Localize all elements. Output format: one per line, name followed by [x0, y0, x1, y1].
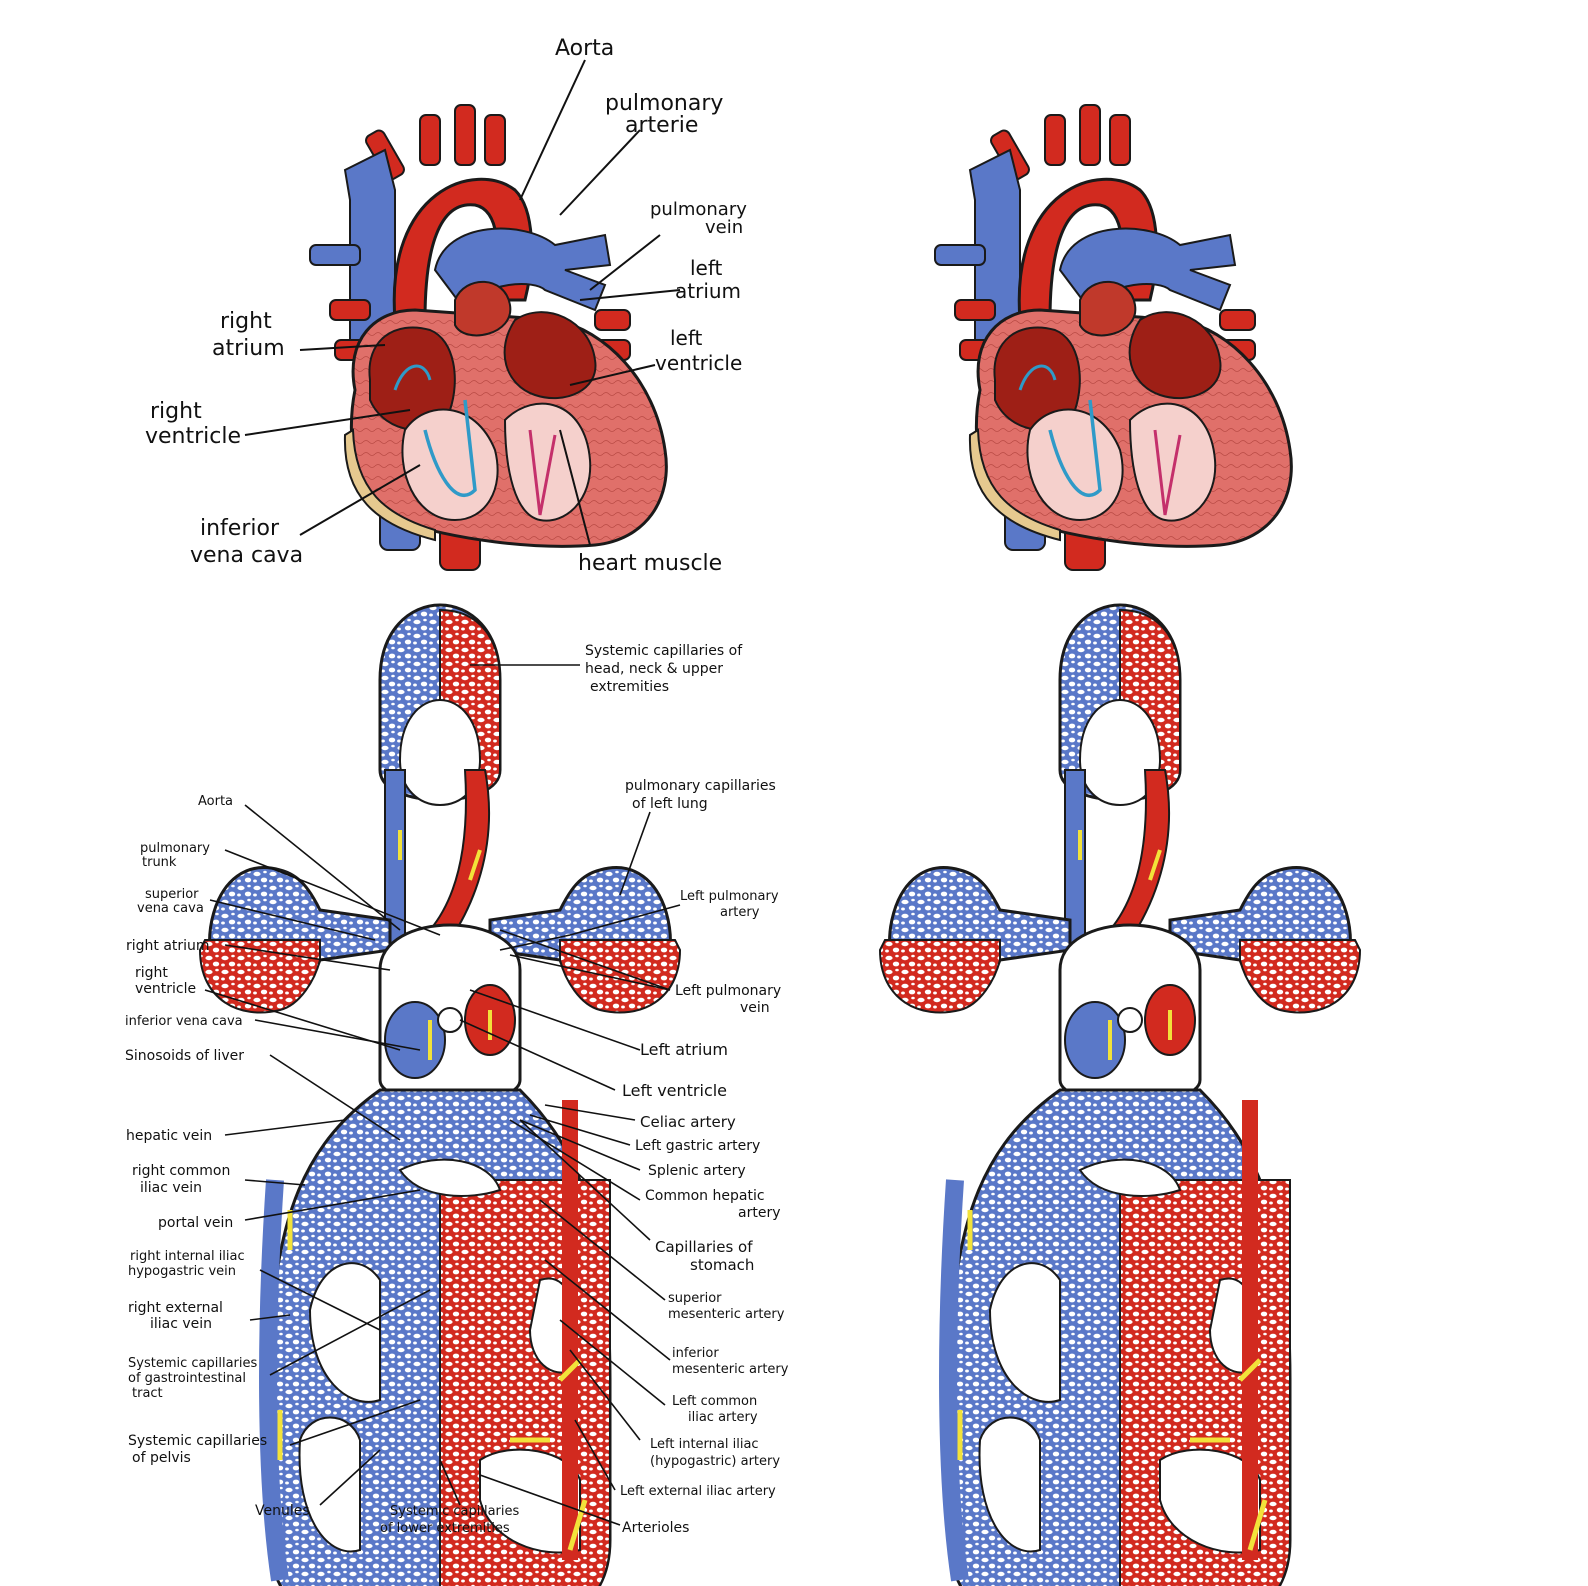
- heart-labels: Aorta pulmonary arterie pulmonary vein l…: [145, 36, 747, 576]
- label-left-external-iliac: Left external iliac artery: [620, 1484, 776, 1499]
- label-left-internal-iliac-1: Left internal iliac: [650, 1437, 759, 1452]
- label-common-hepatic-1: Common hepatic: [645, 1188, 765, 1204]
- label-arterioles: Arterioles: [622, 1520, 689, 1536]
- label-pulmonary-left-lung-2: of left lung: [632, 796, 708, 812]
- label-capillaries-stomach-2: stomach: [690, 1256, 754, 1274]
- label-right-atrium-c: right atrium: [126, 938, 210, 954]
- label-heart-muscle: heart muscle: [578, 551, 722, 576]
- label-right-external-iliac-1: right external: [128, 1300, 223, 1316]
- label-right-ventricle-c-1: right: [135, 965, 168, 981]
- label-pulmonary-vein-1: pulmonary: [650, 199, 747, 220]
- label-systemic-lower-2: of lower extremities: [380, 1521, 510, 1536]
- label-systemic-gi-2: of gastrointestinal: [128, 1371, 246, 1386]
- label-left-ventricle-2: ventricle: [655, 351, 742, 375]
- label-left-pulmonary-vein-2: vein: [740, 1000, 770, 1016]
- label-left-pulmonary-artery-1: Left pulmonary: [680, 889, 779, 904]
- circulation-schematic-unlabeled: [880, 605, 1360, 1586]
- label-inferior-mesenteric-2: mesenteric artery: [672, 1362, 789, 1377]
- label-right-ventricle-1: right: [150, 399, 202, 424]
- label-right-atrium-1: right: [220, 309, 272, 334]
- label-inferior-mesenteric-1: inferior: [672, 1346, 719, 1361]
- heart-illustration-labeled: [308, 103, 669, 572]
- label-pulmonary-trunk-1: pulmonary: [140, 841, 210, 856]
- label-systemic-pelvis-1: Systemic capillaries: [128, 1433, 267, 1449]
- label-hepatic-vein: hepatic vein: [126, 1128, 212, 1144]
- label-capillaries-stomach-1: Capillaries of: [655, 1238, 753, 1256]
- label-pulmonary-vein-2: vein: [705, 217, 743, 238]
- label-left-ventricle-1: left: [670, 326, 703, 350]
- label-pulmonary-left-lung-1: pulmonary capillaries: [625, 778, 776, 794]
- label-systemic-head-1: Systemic capillaries of: [585, 643, 743, 659]
- label-splenic-artery: Splenic artery: [648, 1163, 746, 1179]
- label-superior-mesenteric-2: mesenteric artery: [668, 1307, 785, 1322]
- label-left-internal-iliac-2: (hypogastric) artery: [650, 1454, 780, 1469]
- label-superior-vena-cava-2: vena cava: [137, 901, 204, 916]
- label-inferior-vena-cava: inferior vena cava: [125, 1014, 243, 1029]
- label-superior-vena-cava-1: superior: [145, 887, 199, 902]
- label-aorta-c: Aorta: [198, 794, 233, 809]
- label-pulmonary-trunk-2: trunk: [142, 855, 177, 870]
- circulation-leader-lines: [204, 664, 681, 1526]
- label-venules: Venules: [255, 1503, 310, 1519]
- label-pulmonary-arterie-1: pulmonary: [605, 91, 723, 116]
- label-portal-vein: portal vein: [158, 1215, 233, 1231]
- circulation-labels-right: Systemic capillaries of head, neck & upp…: [585, 643, 789, 1536]
- label-celiac-artery: Celiac artery: [640, 1113, 736, 1131]
- label-systemic-lower-1: Systemic capillaries: [390, 1504, 519, 1519]
- label-systemic-head-3: extremities: [590, 679, 669, 695]
- label-right-atrium-2: atrium: [212, 336, 285, 361]
- label-superior-mesenteric-1: superior: [668, 1291, 722, 1306]
- heart-leader-lines: [244, 59, 681, 546]
- label-aorta: Aorta: [555, 36, 614, 61]
- label-common-hepatic-2: artery: [738, 1205, 780, 1221]
- label-left-atrium-2: atrium: [675, 279, 741, 303]
- label-systemic-gi-3: tract: [132, 1386, 163, 1401]
- label-systemic-gi-1: Systemic capillaries: [128, 1356, 257, 1371]
- label-left-pulmonary-vein-1: Left pulmonary: [675, 983, 781, 999]
- label-left-atrium: Left atrium: [640, 1040, 728, 1059]
- label-inferior-vena-cava-1: inferior: [200, 516, 280, 541]
- label-systemic-pelvis-2: of pelvis: [132, 1450, 191, 1466]
- label-left-ventricle: Left ventricle: [622, 1081, 727, 1100]
- label-inferior-vena-cava-2: vena cava: [190, 543, 303, 568]
- label-left-atrium-1: left: [690, 256, 723, 280]
- label-left-pulmonary-artery-2: artery: [720, 905, 760, 920]
- label-pulmonary-arterie-2: arterie: [625, 113, 698, 138]
- label-left-gastric-artery: Left gastric artery: [635, 1138, 760, 1154]
- label-right-common-iliac-2: iliac vein: [140, 1180, 202, 1196]
- label-left-common-iliac-2: iliac artery: [688, 1410, 758, 1425]
- heart-illustration-unlabeled: [933, 103, 1294, 572]
- circulation-labels-left: Systemic capillaries of lower extremitie…: [125, 794, 519, 1536]
- label-right-common-iliac-1: right common: [132, 1163, 230, 1179]
- label-left-common-iliac-1: Left common: [672, 1394, 757, 1409]
- label-right-external-iliac-2: iliac vein: [150, 1316, 212, 1332]
- label-right-ventricle-2: ventricle: [145, 424, 241, 449]
- label-right-internal-iliac-2: hypogastric vein: [128, 1264, 236, 1279]
- label-sinusoids-liver: Sinosoids of liver: [125, 1048, 244, 1064]
- label-right-internal-iliac-1: right internal iliac: [130, 1249, 245, 1264]
- label-systemic-head-2: head, neck & upper: [585, 661, 723, 677]
- label-right-ventricle-c-2: ventricle: [135, 981, 196, 997]
- circulation-schematic-labeled: [200, 605, 680, 1586]
